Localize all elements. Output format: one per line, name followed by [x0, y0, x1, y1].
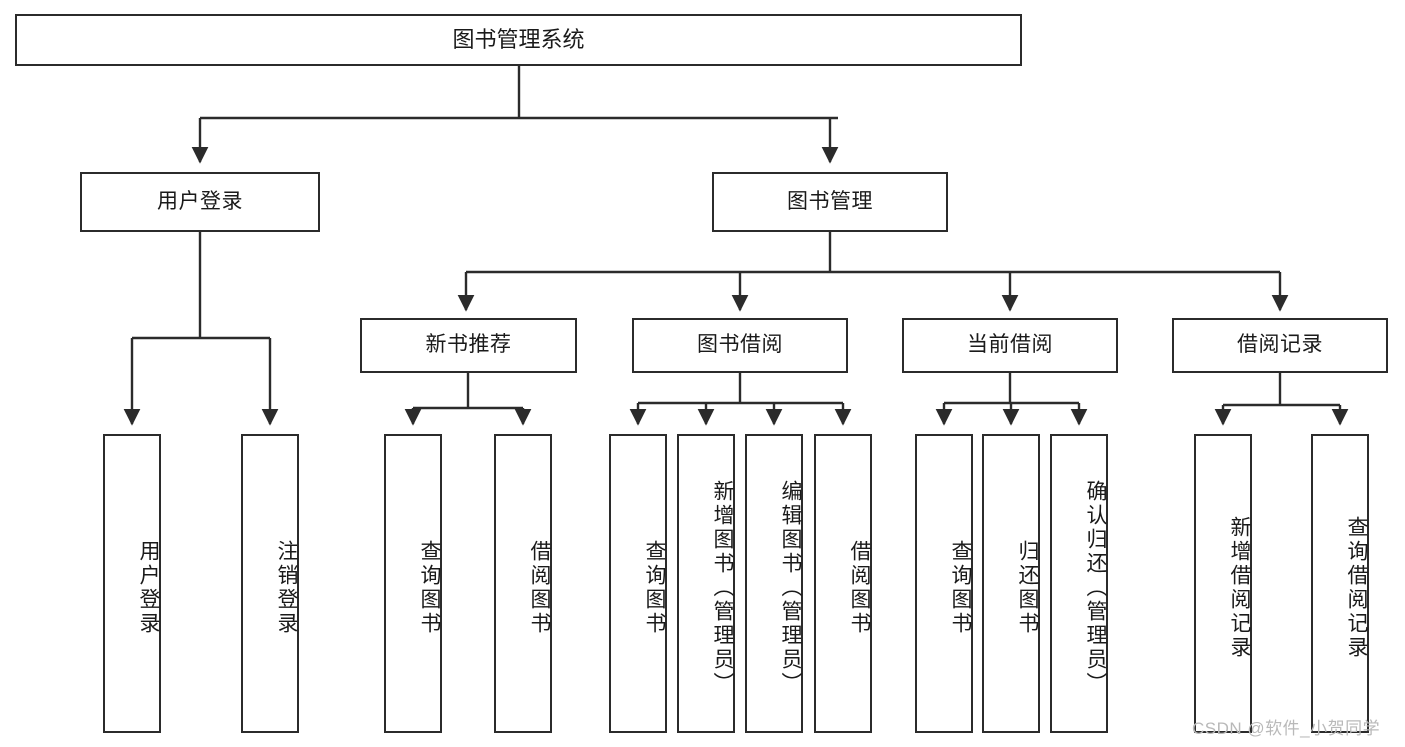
csdn-watermark: CSDN @软件_小贺同学 [1192, 719, 1381, 738]
leaf-borrow-edit-book-admin[interactable]: 编辑图书（管理员） [745, 434, 803, 733]
leaf-label: 查询图书 [418, 539, 441, 636]
node-new-book-recommend[interactable]: 新书推荐 [360, 318, 577, 373]
leaf-new-book-query[interactable]: 查询图书 [384, 434, 442, 733]
leaf-label: 注销登录 [275, 539, 298, 636]
leaf-borrow-add-book-admin[interactable]: 新增图书（管理员） [677, 434, 735, 733]
leaf-label: 查询借阅记录 [1345, 515, 1368, 660]
leaf-label: 借阅图书 [848, 539, 871, 636]
leaf-borrow-query-book[interactable]: 查询图书 [609, 434, 667, 733]
leaf-current-confirm-return-admin[interactable]: 确认归还（管理员） [1050, 434, 1108, 733]
node-borrow-record[interactable]: 借阅记录 [1172, 318, 1388, 373]
node-book-management[interactable]: 图书管理 [712, 172, 948, 232]
leaf-label: 查询图书 [949, 539, 972, 636]
leaf-record-add-record[interactable]: 新增借阅记录 [1194, 434, 1252, 733]
leaf-record-query-record[interactable]: 查询借阅记录 [1311, 434, 1369, 733]
leaf-label: 编辑图书（管理员） [779, 479, 802, 696]
leaf-borrow-borrow-book[interactable]: 借阅图书 [814, 434, 872, 733]
node-user-login[interactable]: 用户登录 [80, 172, 320, 232]
node-book-borrow[interactable]: 图书借阅 [632, 318, 848, 373]
leaf-label: 新增图书（管理员） [711, 479, 734, 696]
leaf-label: 用户登录 [137, 539, 160, 636]
leaf-current-return-book[interactable]: 归还图书 [982, 434, 1040, 733]
leaf-user-login-login[interactable]: 用户登录 [103, 434, 161, 733]
leaf-label: 查询图书 [643, 539, 666, 636]
leaf-new-book-borrow[interactable]: 借阅图书 [494, 434, 552, 733]
leaf-label: 归还图书 [1016, 539, 1039, 636]
node-root-system[interactable]: 图书管理系统 [15, 14, 1022, 66]
leaf-label: 新增借阅记录 [1228, 515, 1251, 660]
leaf-label: 借阅图书 [528, 539, 551, 636]
leaf-user-login-logout[interactable]: 注销登录 [241, 434, 299, 733]
node-current-borrow[interactable]: 当前借阅 [902, 318, 1118, 373]
leaf-label: 确认归还（管理员） [1084, 479, 1107, 696]
leaf-current-query-book[interactable]: 查询图书 [915, 434, 973, 733]
